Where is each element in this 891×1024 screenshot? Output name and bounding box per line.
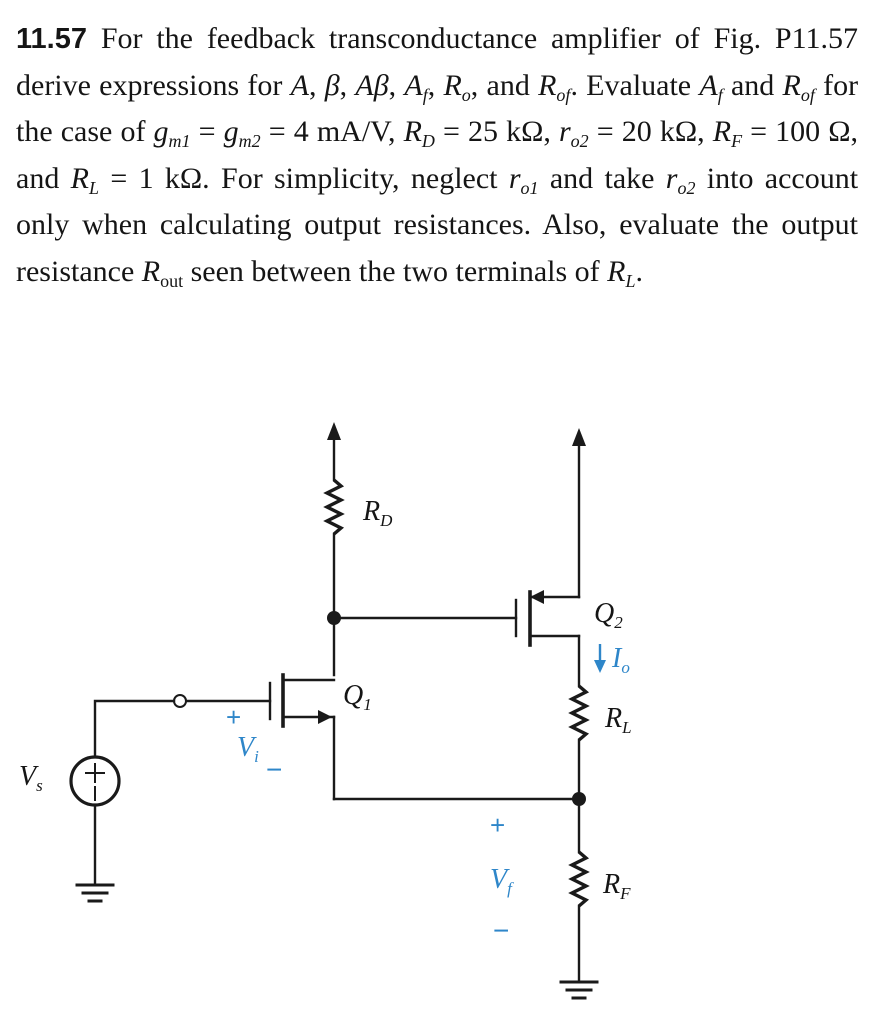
sym-ro2-2: r: [665, 161, 678, 195]
sym-ro2: r: [558, 115, 571, 148]
sub-f: f: [422, 84, 428, 105]
vf-minus-sign: −: [493, 915, 509, 946]
io-current-arrow: [594, 644, 606, 673]
text-for-case: for the case of: [16, 68, 859, 149]
io-label: Io: [611, 643, 630, 677]
word-evaluate: Evaluate: [586, 68, 692, 102]
problem-text-intro: For the feedback transconductance amplif…: [16, 22, 859, 102]
problem-statement: 11.57 For the feedback transconductance …: [16, 22, 859, 291]
input-wire: [93, 699, 176, 760]
vi-plus-sign: +: [226, 702, 241, 732]
sym-Rof: R: [538, 68, 557, 102]
rf-label: RF: [602, 869, 631, 903]
vf-plus-sign: +: [490, 810, 505, 840]
vs-label: Vs: [19, 761, 43, 795]
sym-Af-2: A: [699, 68, 718, 102]
q2-label: Q2: [594, 598, 623, 632]
circuit-figure: RD Q2 Io RL Q1: [19, 422, 632, 1000]
sub-of-2: of: [800, 84, 815, 105]
sym-beta: β: [324, 68, 340, 102]
rl-label: RL: [604, 703, 632, 737]
sym-gm1: g: [153, 115, 169, 148]
sym-ro1: r: [508, 161, 521, 195]
sub-L: L: [88, 177, 99, 198]
rd-supply-arrow: [327, 422, 341, 482]
text-seen: seen between the two terminals of: [190, 254, 600, 288]
ground-icon-rf: [559, 980, 599, 1000]
sym-Ro: R: [443, 68, 462, 102]
ro2-value: = 20 kΩ,: [596, 115, 705, 148]
rf-value: = 100 Ω, and: [16, 115, 859, 195]
vi-label: Vi: [237, 732, 259, 766]
rl-resistor-symbol: [568, 684, 590, 742]
problem-number: 11.57: [16, 23, 87, 55]
sub-F: F: [731, 131, 743, 151]
sym-A: A: [290, 68, 309, 102]
gm-value: = 4 mA/V,: [268, 115, 396, 148]
sym-RL: R: [70, 161, 89, 195]
rl-value: = 1 kΩ.: [110, 161, 210, 195]
sub-L-2: L: [625, 270, 636, 291]
vs-source-symbol: [69, 755, 121, 807]
sub-out: out: [160, 270, 184, 291]
q1-transistor-symbol: [268, 673, 336, 801]
sub-o: o: [461, 84, 471, 105]
sym-RD: R: [403, 115, 422, 148]
sub-of: of: [556, 84, 571, 105]
sub-m1: m1: [168, 131, 191, 151]
word-and-2: and: [730, 68, 775, 102]
sub-o2: o2: [570, 131, 589, 151]
sub-o2-2: o2: [677, 177, 696, 198]
q2-transistor-symbol: [514, 428, 586, 688]
sym-RF: R: [712, 115, 732, 148]
ground-icon-vs: [75, 883, 115, 903]
rd-resistor-symbol: [323, 478, 345, 536]
rf-resistor-symbol: [568, 850, 590, 908]
text-account: into account only when calculating outpu…: [16, 161, 859, 288]
text-and-take: and take: [549, 161, 655, 195]
vi-minus-sign: −: [266, 754, 282, 785]
sym-Rout: R: [141, 254, 161, 288]
input-terminal: [173, 694, 187, 708]
text-for-simplicity: For simplicity, neglect: [221, 161, 498, 195]
sym-Abeta: Aβ: [355, 68, 389, 102]
q1-label: Q1: [343, 680, 372, 714]
sym-RL-2: R: [607, 254, 626, 288]
sym-gm2: g: [223, 115, 239, 148]
sub-m2: m2: [238, 131, 261, 151]
rd-label: RD: [362, 496, 393, 530]
sym-Rof-2: R: [782, 68, 801, 102]
sym-Af: A: [404, 68, 423, 102]
sub-D: D: [421, 131, 435, 151]
word-and: and: [486, 68, 530, 102]
sub-o1: o1: [520, 177, 539, 198]
sub-f-2: f: [717, 84, 723, 105]
rd-value: = 25 kΩ,: [442, 115, 551, 148]
vf-label: Vf: [490, 864, 514, 898]
